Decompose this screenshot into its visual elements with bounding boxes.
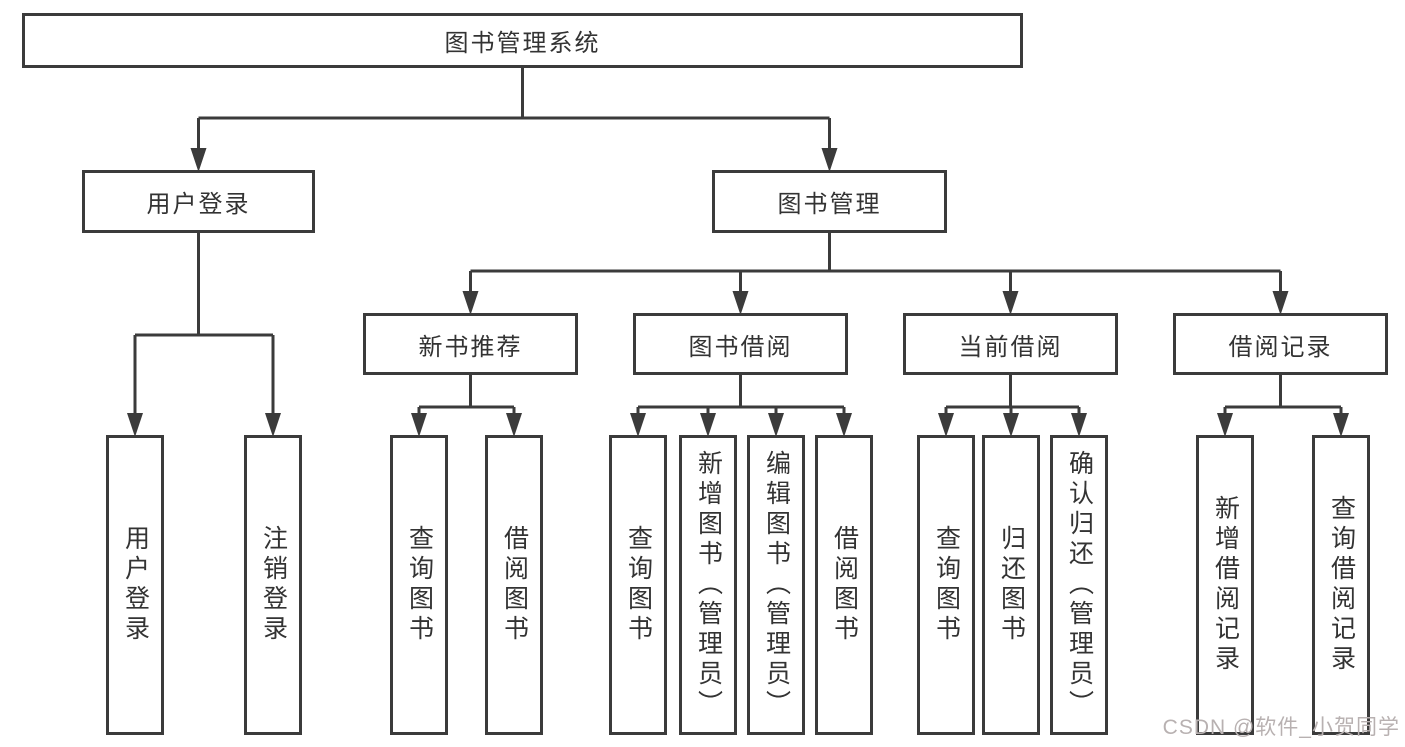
connector-borrow-records <box>1223 375 1343 417</box>
node-current-borrow: 当前借阅 <box>903 313 1118 375</box>
arrowhead-down <box>1002 291 1019 315</box>
node-current-confirm-return-admin-label: 确认归还（管理员） <box>1065 450 1094 720</box>
arrowhead-down <box>836 413 852 437</box>
node-records-query-borrow-record: 查询借阅记录 <box>1312 435 1370 735</box>
node-borrow-records: 借阅记录 <box>1173 313 1388 375</box>
arrowhead-down <box>1333 413 1349 437</box>
node-records-add-borrow-record: 新增借阅记录 <box>1196 435 1254 735</box>
arrowhead-down <box>938 413 954 437</box>
node-book-borrow: 图书借阅 <box>633 313 848 375</box>
node-current-borrow-label: 当前借阅 <box>958 333 1063 361</box>
node-borrow-borrow-book: 借阅图书 <box>815 435 873 735</box>
arrowhead-down <box>1272 291 1289 315</box>
node-borrow-edit-book-admin: 编辑图书（管理员） <box>747 435 805 735</box>
node-recommend-borrow-book-label: 借阅图书 <box>500 525 529 645</box>
node-leaf-logout-login: 注销登录 <box>244 435 302 735</box>
node-borrow-records-label: 借阅记录 <box>1228 333 1333 361</box>
arrowhead-down <box>821 148 838 172</box>
node-new-book-recommend: 新书推荐 <box>363 313 578 375</box>
node-current-return-book-label: 归还图书 <box>997 525 1026 645</box>
arrowhead-down <box>1003 413 1019 437</box>
node-book-mgmt: 图书管理 <box>712 170 947 233</box>
node-leaf-user-login-label: 用户登录 <box>121 525 150 645</box>
arrowhead-down <box>768 413 784 437</box>
node-recommend-query-book: 查询图书 <box>390 435 448 735</box>
arrowhead-down <box>732 291 749 315</box>
arrowhead-down <box>1071 413 1087 437</box>
node-borrow-add-book-admin: 新增图书（管理员） <box>679 435 737 735</box>
arrowhead-down <box>127 413 143 437</box>
node-borrow-edit-book-admin-label: 编辑图书（管理员） <box>762 450 791 720</box>
arrowhead-down <box>630 413 646 437</box>
node-recommend-query-book-label: 查询图书 <box>405 525 434 645</box>
node-book-mgmt-label: 图书管理 <box>777 191 882 218</box>
node-root-label: 图书管理系统 <box>444 30 601 57</box>
connector-current-borrow <box>944 375 1081 417</box>
node-leaf-logout-login-label: 注销登录 <box>259 525 288 645</box>
node-borrow-borrow-book-label: 借阅图书 <box>830 525 859 645</box>
watermark: CSDN @软件_小贺同学 <box>1162 716 1400 739</box>
node-current-return-book: 归还图书 <box>982 435 1040 735</box>
node-current-query-book-label: 查询图书 <box>932 525 961 645</box>
node-leaf-user-login: 用户登录 <box>106 435 164 735</box>
arrowhead-down <box>506 413 522 437</box>
arrowhead-down <box>462 291 479 315</box>
arrowhead-down <box>190 148 207 172</box>
arrowhead-down <box>265 413 281 437</box>
node-borrow-query-book: 查询图书 <box>609 435 667 735</box>
arrowhead-down <box>700 413 716 437</box>
connector-root <box>197 68 831 152</box>
node-recommend-borrow-book: 借阅图书 <box>485 435 543 735</box>
node-borrow-query-book-label: 查询图书 <box>624 525 653 645</box>
node-root: 图书管理系统 <box>22 13 1023 68</box>
node-user-login: 用户登录 <box>82 170 315 233</box>
arrowhead-down <box>1217 413 1233 437</box>
connector-user-login <box>133 233 275 417</box>
node-current-confirm-return-admin: 确认归还（管理员） <box>1050 435 1108 735</box>
node-book-borrow-label: 图书借阅 <box>688 333 793 361</box>
connector-new-book-recommend <box>417 375 516 417</box>
arrowhead-down <box>411 413 427 437</box>
node-records-add-borrow-record-label: 新增借阅记录 <box>1211 495 1240 675</box>
connector-book-mgmt <box>469 233 1282 295</box>
node-borrow-add-book-admin-label: 新增图书（管理员） <box>694 450 723 720</box>
node-current-query-book: 查询图书 <box>917 435 975 735</box>
node-user-login-label: 用户登录 <box>146 191 251 218</box>
connector-book-borrow <box>636 375 846 417</box>
node-new-book-recommend-label: 新书推荐 <box>418 333 523 361</box>
node-records-query-borrow-record-label: 查询借阅记录 <box>1327 495 1356 675</box>
